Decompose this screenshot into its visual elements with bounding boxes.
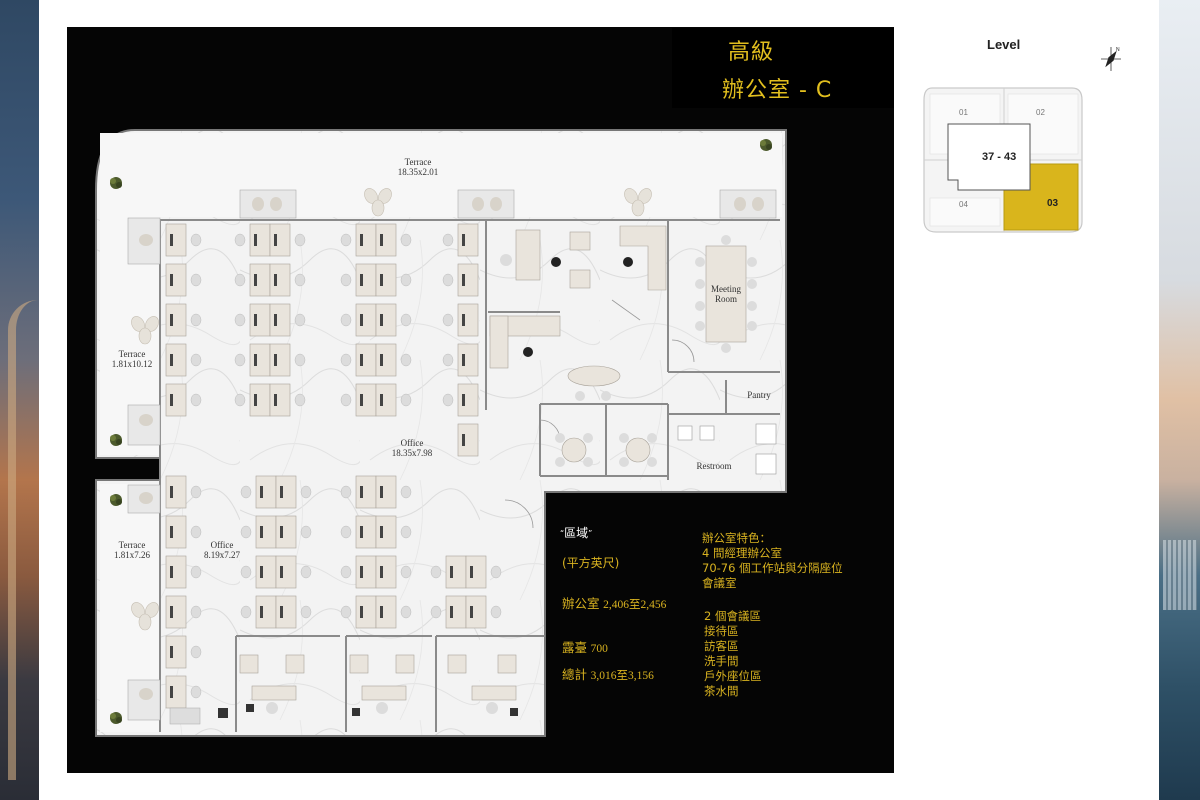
unit-02-label: 02 [1036, 108, 1045, 117]
area-terrace: 露臺 700 [562, 640, 608, 655]
title-box [672, 28, 894, 108]
svg-text:N: N [1116, 47, 1120, 53]
level-keymap [923, 87, 1083, 233]
page-title: 高級 [728, 40, 775, 65]
unit-04-label: 04 [959, 200, 968, 209]
background-photo-right [1159, 0, 1200, 800]
label-pantry: Pantry [747, 390, 771, 400]
area-heading: “區域” [560, 526, 593, 540]
level-heading: Level [987, 37, 1021, 52]
floor-range-label: 37 - 43 [982, 151, 1017, 163]
unit-03-label-selected: 03 [1047, 198, 1059, 209]
floorplan-board [67, 27, 894, 773]
features-heading: 辦公室特色： [702, 531, 771, 545]
background-photo-left [0, 0, 39, 800]
unit-01-label: 01 [959, 108, 968, 117]
compass-icon: N [1101, 47, 1121, 71]
label-restroom: Restroom [696, 461, 732, 471]
area-unit: (平方英尺) [562, 556, 620, 570]
features-list-secondary: 2 個會議區 接待區 訪客區 洗手間 戶外座位區 茶水間 [704, 609, 762, 698]
features-list-primary: 4 間經理辦公室 70-76 個工作站與分隔座位 會議室 [702, 546, 843, 590]
page-subtitle: 辦公室 - C [722, 78, 833, 103]
area-total: 總計 3,016至3,156 [562, 667, 654, 682]
area-office: 辦公室 2,406至2,456 [562, 596, 667, 611]
